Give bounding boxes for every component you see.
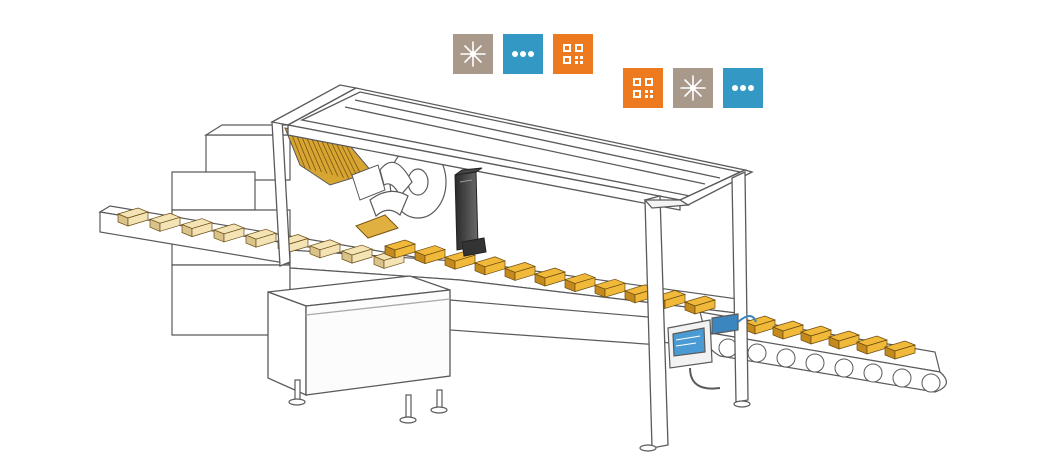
product-carton	[340, 244, 374, 264]
product-carton	[827, 330, 861, 350]
carton-magazine	[284, 127, 399, 239]
product-carton	[473, 256, 507, 276]
product-carton	[148, 212, 182, 232]
product-carton	[443, 250, 477, 270]
product-carton	[771, 320, 805, 340]
inkjet-printer-head	[454, 167, 487, 257]
product-carton	[308, 239, 342, 259]
product-carton	[180, 218, 214, 238]
gantry-frame	[270, 84, 754, 449]
roller	[805, 353, 825, 373]
product-carton	[244, 228, 278, 248]
product-carton	[593, 278, 627, 298]
product-carton	[883, 340, 917, 360]
machine-feet	[288, 379, 751, 452]
front-cabinet	[267, 275, 451, 397]
roller	[747, 343, 767, 363]
qr-code-icon	[623, 68, 663, 108]
roller	[834, 358, 854, 378]
laser-icon	[673, 68, 713, 108]
inkjet-dots-icon	[723, 68, 763, 108]
product-carton	[383, 239, 417, 259]
product-carton	[533, 267, 567, 287]
product-carton	[413, 245, 447, 265]
product-carton	[563, 273, 597, 293]
control-panel	[667, 313, 757, 390]
outfeed-rollers	[718, 338, 941, 393]
roller	[776, 348, 796, 368]
transfer-arm	[369, 145, 447, 219]
product-carton	[855, 335, 889, 355]
roller	[921, 373, 941, 393]
rear-housing	[171, 124, 307, 336]
qr-code-icon	[553, 34, 593, 74]
product-carton	[116, 207, 150, 227]
product-carton	[683, 295, 717, 315]
product-carton	[503, 262, 537, 281]
laser-icon	[453, 34, 493, 74]
inkjet-dots-icon	[503, 34, 543, 74]
product-carton	[212, 223, 246, 243]
roller	[863, 363, 883, 383]
roller	[892, 368, 912, 388]
